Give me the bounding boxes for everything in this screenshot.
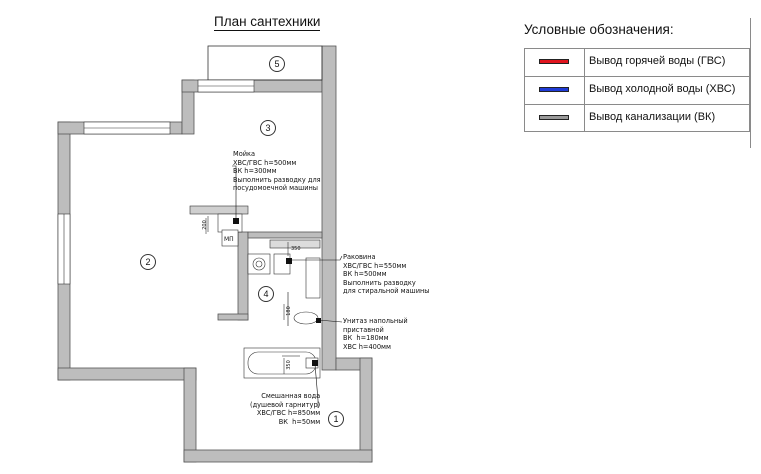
kitchen-counter [189, 205, 249, 215]
shower-tray [305, 257, 321, 299]
washbasin-note: Раковина ХВС/ГВС h=550мм ВК h=500мм Выпо… [343, 253, 430, 296]
wall-right-lower [359, 357, 373, 463]
mixer-outlet [312, 360, 318, 366]
toilet-note: Унитаз напольный приставной ВК h=180мм Х… [343, 317, 408, 351]
legend-row-hot: Вывод горячей воды (ГВС) [525, 49, 749, 77]
walls [57, 45, 373, 463]
legend-row-sewer: Вывод канализации (ВК) [525, 105, 749, 133]
bath-partition-left [237, 231, 249, 321]
plan-title: План сантехники [214, 14, 321, 31]
balcony-outline [207, 45, 323, 81]
legend-title: Условные обозначения: [524, 22, 674, 37]
mixer-note: Смешанная вода (душевой гарнитур) ХВС/ГВ… [250, 392, 321, 426]
sewer-swatch [539, 115, 569, 120]
wall-bottom-left [57, 367, 197, 381]
bathroom-fixtures [243, 239, 321, 379]
windows [57, 79, 255, 285]
room-number-5: 5 [269, 56, 285, 72]
bath-partition-bottom [217, 313, 249, 321]
dimension-label: 350 [285, 360, 292, 370]
legend-label-cold: Вывод холодной воды (ХВС) [589, 83, 736, 95]
toilet-outlet [316, 318, 321, 323]
sink-outlet [233, 218, 239, 224]
room-number-2: 2 [140, 254, 156, 270]
balcony [207, 45, 323, 81]
legend-right-rule [750, 18, 751, 148]
shelf [269, 239, 321, 249]
room-number-1: 1 [328, 411, 344, 427]
dimension-label: 350 [291, 246, 301, 252]
wall-bottom-inner [183, 367, 197, 463]
leader-lines [232, 165, 343, 408]
dimension-label: 180 [285, 306, 292, 316]
legend-label-sewer: Вывод канализации (ВК) [589, 111, 716, 123]
wall-bottom [183, 449, 373, 463]
dishwasher-box [221, 229, 239, 247]
legend-separator [584, 49, 585, 131]
cold-water-swatch [539, 87, 569, 92]
washbasin-outlet [286, 258, 292, 264]
toilet [293, 311, 319, 325]
mp-label: МП [224, 236, 234, 243]
room-number-4: 4 [258, 286, 274, 302]
legend-row-cold: Вывод холодной воды (ХВС) [525, 77, 749, 105]
dimension-ticks [205, 218, 289, 374]
dimension-label: 200 [201, 220, 208, 230]
outlet-markers [233, 218, 321, 366]
bath-partition-top [247, 231, 323, 239]
wall-right [321, 45, 337, 371]
room-number-3: 3 [260, 120, 276, 136]
sink-note: Мойка ХВС/ГВС h=500мм ВК h=300мм Выполни… [233, 150, 321, 193]
legend-label-hot: Вывод горячей воды (ГВС) [589, 55, 726, 67]
legend-table: Вывод горячей воды (ГВС) Вывод холодной … [524, 48, 750, 132]
hot-water-swatch [539, 59, 569, 64]
